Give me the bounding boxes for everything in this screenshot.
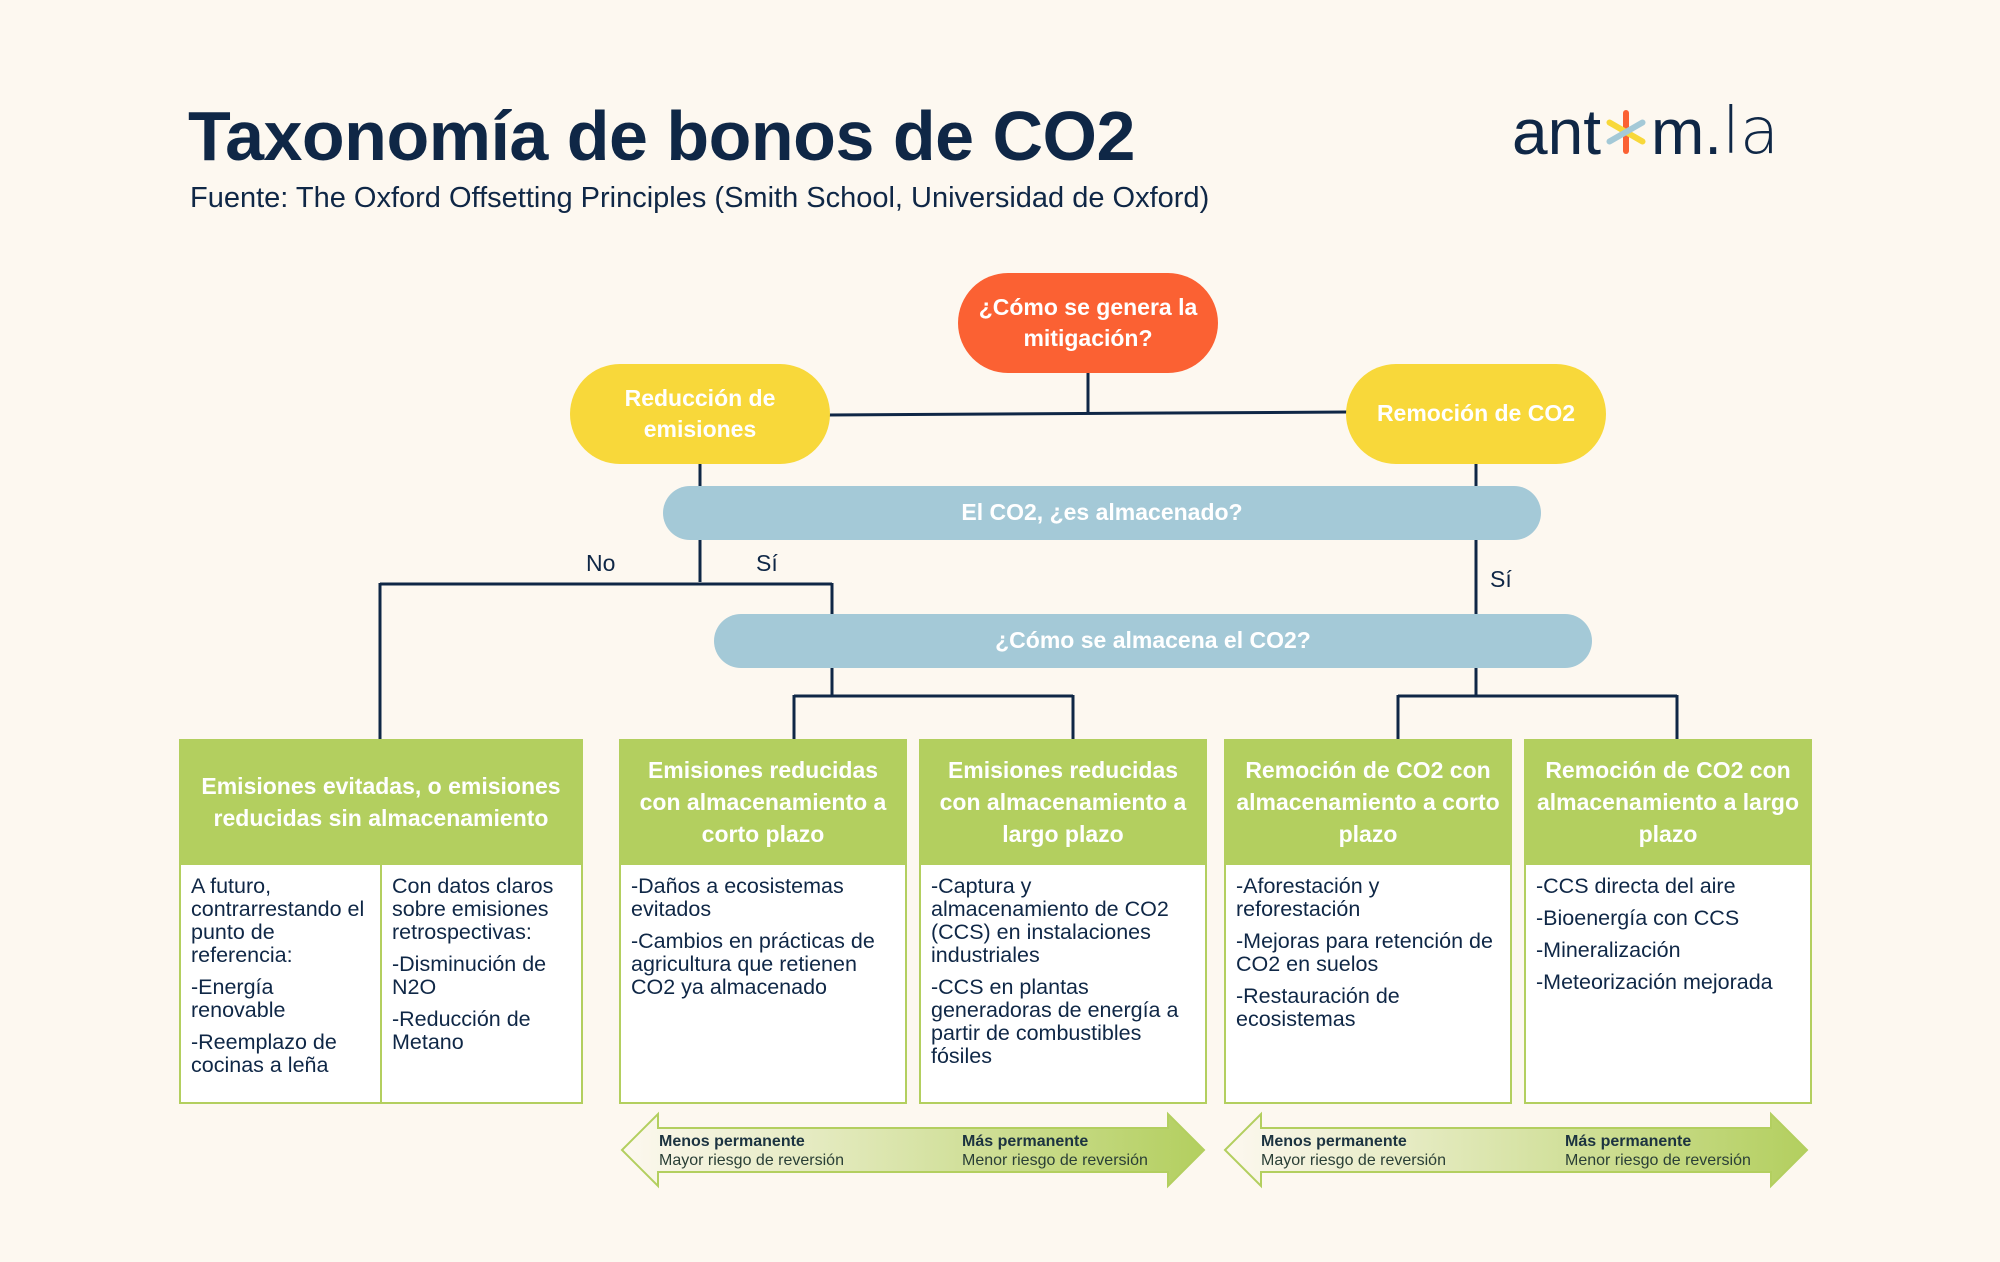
list-item: -Restauración de ecosistemas bbox=[1236, 984, 1400, 1031]
box-title: Emisiones reducidas con almacenamiento a… bbox=[621, 741, 905, 865]
box-title: Remoción de CO2 con almacenamiento a cor… bbox=[1226, 741, 1510, 865]
box-title: Emisiones evitadas, o emisiones reducida… bbox=[181, 741, 581, 865]
box-reduced-long-term: Emisiones reducidas con almacenamiento a… bbox=[919, 739, 1207, 1104]
box-title: Emisiones reducidas con almacenamiento a… bbox=[921, 741, 1205, 865]
page-subtitle: Fuente: The Oxford Offsetting Principles… bbox=[190, 182, 1210, 214]
list-item: -Reemplazo de cocinas a leña bbox=[191, 1030, 337, 1077]
list-item: -Daños a ecosistemas evitados bbox=[631, 874, 844, 921]
list-item: -Bioenergía con CCS bbox=[1536, 906, 1740, 930]
arrow-left-sub: Mayor riesgo de reversión bbox=[1261, 1152, 1446, 1169]
logo-text-right: m. bbox=[1650, 96, 1723, 168]
brand-logo: ant m.la bbox=[1512, 92, 1812, 172]
list-item: -Disminución de N2O bbox=[392, 952, 547, 999]
list-item: -CCS directa del aire bbox=[1536, 874, 1736, 898]
arrow-left-sub: Mayor riesgo de reversión bbox=[659, 1152, 844, 1169]
list-item: -Mejoras para retención de CO2 en suelos bbox=[1236, 929, 1493, 976]
box-removal-long-term: Remoción de CO2 con almacenamiento a lar… bbox=[1524, 739, 1812, 1104]
edge-label-yes-left: Sí bbox=[756, 550, 778, 576]
removal-node: Remoción de CO2 bbox=[1346, 364, 1606, 464]
arrow2-right-label: Más permanente Menor riesgo de reversión bbox=[1565, 1132, 1751, 1170]
box-title: Remoción de CO2 con almacenamiento a lar… bbox=[1526, 741, 1810, 865]
list-item: -Cambios en prácticas de agricultura que… bbox=[631, 929, 875, 999]
box-body: -Daños a ecosistemas evitados -Cambios e… bbox=[621, 865, 905, 1102]
arrow-right-bold: Más permanente bbox=[962, 1133, 1089, 1150]
arrow-left-bold: Menos permanente bbox=[659, 1133, 805, 1150]
list-item: -Aforestación y reforestación bbox=[1236, 874, 1380, 921]
list-item: -CCS en plantas generadoras de energía a… bbox=[931, 975, 1179, 1068]
column-divider bbox=[380, 865, 382, 1102]
box-avoided-emissions: Emisiones evitadas, o emisiones reducida… bbox=[179, 739, 583, 1104]
list-item: -Energía renovable bbox=[191, 975, 286, 1022]
box-body: -Captura y almacenamiento de CO2 (CCS) e… bbox=[921, 865, 1205, 1102]
arrow1-left-label: Menos permanente Mayor riesgo de reversi… bbox=[659, 1132, 844, 1170]
arrow-right-sub: Menor riesgo de reversión bbox=[962, 1152, 1148, 1169]
box-reduced-short-term: Emisiones reducidas con almacenamiento a… bbox=[619, 739, 907, 1104]
logo-text-left: ant bbox=[1512, 96, 1601, 168]
arrow-right-sub: Menor riesgo de reversión bbox=[1565, 1152, 1751, 1169]
edge-label-yes-right: Sí bbox=[1490, 566, 1512, 592]
stored-question-node: El CO2, ¿es almacenado? bbox=[663, 486, 1541, 540]
permanence-arrow-left bbox=[620, 1111, 1206, 1189]
list-item: -Reducción de Metano bbox=[392, 1007, 531, 1054]
asterisk-star-icon bbox=[1606, 110, 1646, 154]
box-body-col2: Con datos claros sobre emisiones retrosp… bbox=[382, 865, 581, 1102]
list-item: -Mineralización bbox=[1536, 938, 1681, 962]
logo-text-la: la bbox=[1722, 95, 1780, 169]
edge-label-no: No bbox=[586, 550, 616, 576]
list-item: -Meteorización mejorada bbox=[1536, 970, 1773, 994]
box-body: -Aforestación y reforestación -Mejoras p… bbox=[1226, 865, 1510, 1102]
box-body: -CCS directa del aire -Bioenergía con CC… bbox=[1526, 865, 1810, 1102]
page-title: Taxonomía de bonos de CO2 bbox=[188, 97, 1135, 175]
list-item: Con datos claros sobre emisiones retrosp… bbox=[392, 874, 554, 944]
arrow2-left-label: Menos permanente Mayor riesgo de reversi… bbox=[1261, 1132, 1446, 1170]
list-item: A futuro, contrarrestando el punto de re… bbox=[191, 874, 365, 967]
how-stored-question-node: ¿Cómo se almacena el CO2? bbox=[714, 614, 1592, 668]
arrow-left-bold: Menos permanente bbox=[1261, 1133, 1407, 1150]
reduction-node: Reducción de emisiones bbox=[570, 364, 830, 464]
root-question-node: ¿Cómo se genera la mitigación? bbox=[958, 273, 1218, 373]
box-removal-short-term: Remoción de CO2 con almacenamiento a cor… bbox=[1224, 739, 1512, 1104]
list-item: -Captura y almacenamiento de CO2 (CCS) e… bbox=[931, 874, 1169, 967]
box-body-col1: A futuro, contrarrestando el punto de re… bbox=[181, 865, 376, 1102]
arrow1-right-label: Más permanente Menor riesgo de reversión bbox=[962, 1132, 1148, 1170]
permanence-arrow-right bbox=[1223, 1111, 1809, 1189]
arrow-right-bold: Más permanente bbox=[1565, 1133, 1692, 1150]
